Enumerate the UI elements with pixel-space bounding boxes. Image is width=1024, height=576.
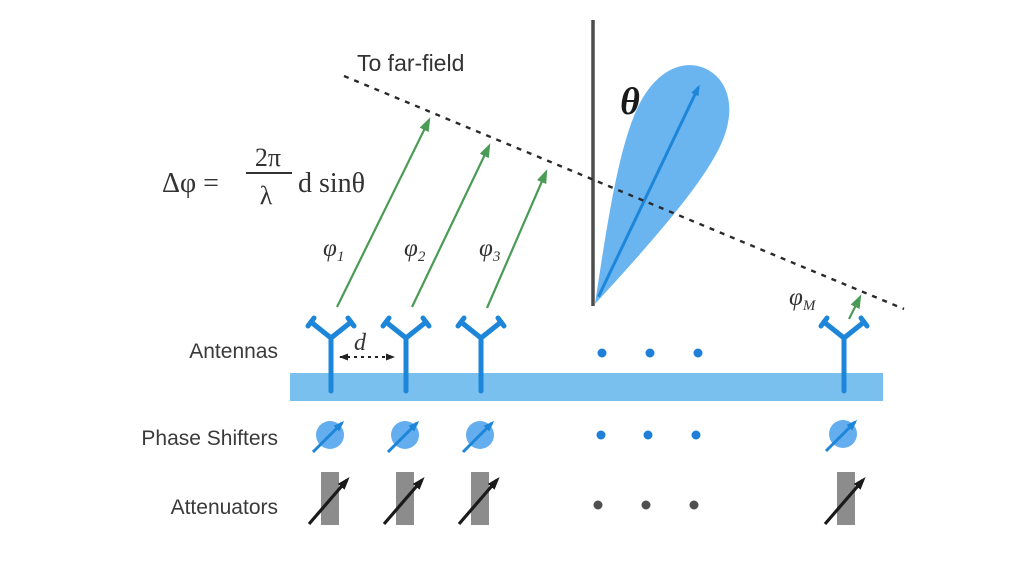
phi-1-sub: 1	[337, 249, 345, 265]
phase-shifter-icon	[463, 421, 494, 452]
phase-shifters-row-label: Phase Shifters	[141, 427, 278, 450]
spacing-label: d	[354, 330, 367, 356]
wave-arrow-1	[336, 117, 431, 308]
formula-denominator: λ	[260, 181, 273, 210]
attenuator-icon	[384, 472, 422, 525]
antennas-row-label: Antennas	[189, 340, 278, 363]
wave-arrow-2	[411, 143, 491, 308]
phase-shifter-icon	[826, 420, 857, 451]
phi-M-label: φM	[789, 284, 817, 314]
ellipsis-dots-phase-shifters	[596, 430, 701, 440]
far-field-wavefront-line	[343, 74, 905, 311]
phase-shifter-icon	[388, 421, 419, 452]
phi-2-label: φ2	[404, 235, 426, 265]
phi-1-label: φ1	[323, 235, 344, 265]
phi-1-symbol: φ	[323, 235, 337, 262]
phase-shifters-row	[313, 420, 857, 452]
ellipsis-dots-antennas	[597, 348, 703, 358]
formula-lhs: Δφ =	[162, 168, 219, 199]
phi-2-sub: 2	[418, 249, 426, 265]
attenuator-icon	[459, 472, 497, 525]
beam-lobe	[595, 65, 730, 304]
formula-rhs: d sinθ	[298, 168, 365, 199]
phase-formula: Δφ = 2π λ d sinθ	[162, 143, 365, 210]
wave-arrows	[336, 117, 862, 320]
phi-3-label: φ3	[479, 235, 500, 265]
phi-M-sub: M	[802, 298, 817, 314]
attenuators-row	[309, 472, 863, 525]
wave-arrow-3	[485, 169, 548, 309]
attenuator-icon	[309, 472, 347, 525]
phi-3-symbol: φ	[479, 235, 493, 262]
beam-direction-arrow	[597, 84, 700, 298]
ellipsis-dots-attenuators	[593, 500, 699, 510]
wave-arrow-M	[848, 294, 862, 320]
antenna-feed-bar	[290, 373, 883, 401]
phase-shifter-icon	[313, 421, 344, 452]
attenuators-row-label: Attenuators	[171, 496, 278, 519]
phi-2-symbol: φ	[404, 235, 418, 262]
phi-M-symbol: φ	[789, 284, 803, 311]
theta-label: θ	[620, 81, 640, 123]
phi-3-sub: 3	[492, 249, 501, 265]
attenuator-icon	[825, 472, 863, 525]
far-field-label: To far-field	[357, 50, 464, 76]
formula-numerator: 2π	[255, 143, 281, 172]
